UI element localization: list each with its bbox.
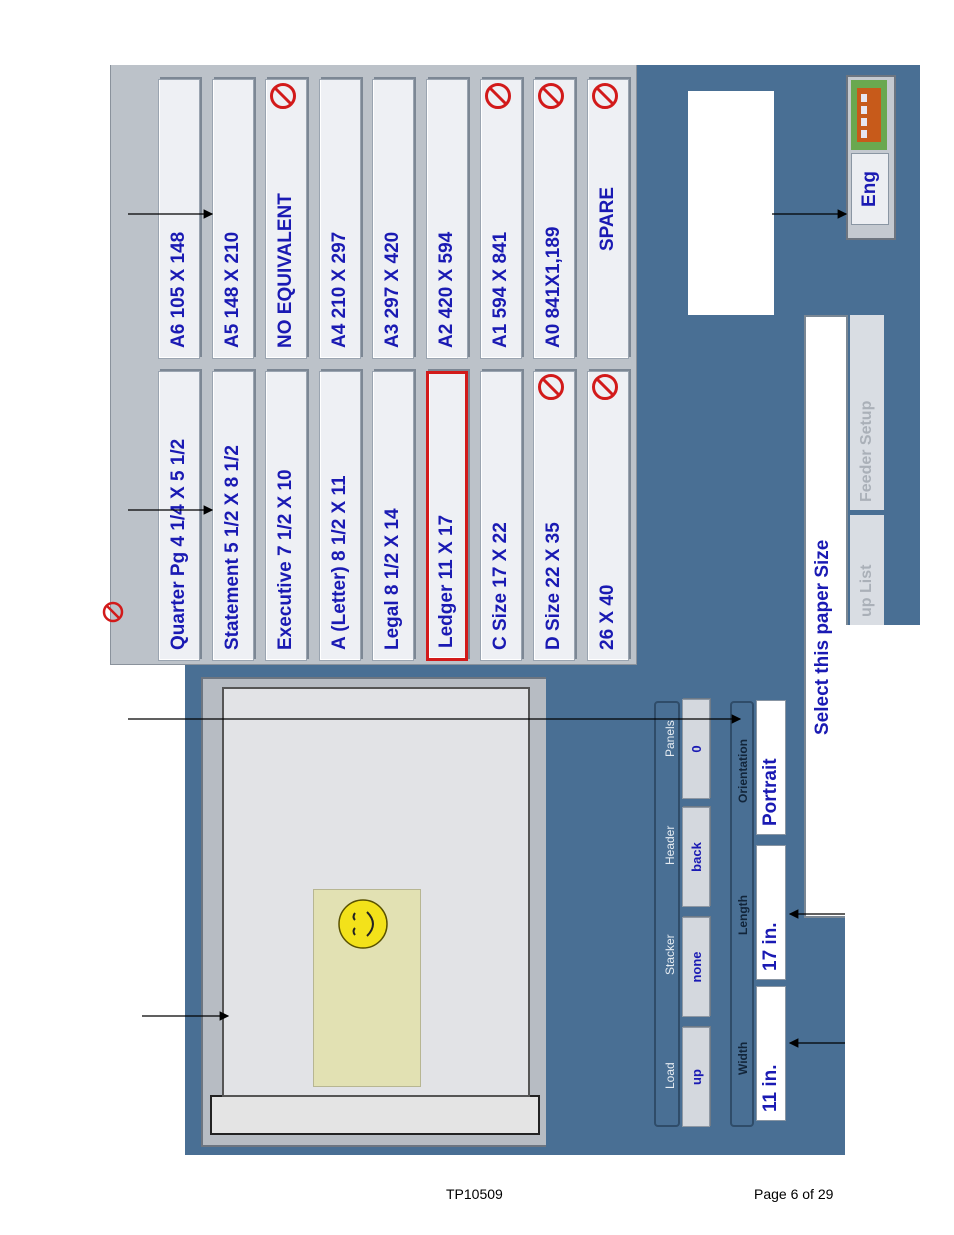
language-button[interactable]: Eng — [851, 153, 889, 225]
paper-size-button[interactable]: Ledger 11 X 17 — [426, 371, 468, 661]
paper-size-button[interactable]: NO EQUIVALENT — [265, 79, 308, 359]
paper-size-screen: Load Stacker Header Panels up none back … — [100, 65, 920, 1155]
paper-size-button[interactable]: A4 210 X 297 — [318, 79, 361, 359]
label-orientation: Orientation — [736, 738, 750, 803]
label-width: Width — [736, 1041, 750, 1075]
blank-box — [688, 91, 774, 315]
tab-setup-list[interactable]: up List — [850, 515, 884, 625]
prohibited-icon — [269, 82, 297, 110]
paper-size-button[interactable]: A5 148 X 210 — [211, 79, 254, 359]
tab-feeder-setup[interactable]: Feeder Setup — [850, 315, 884, 510]
header-button[interactable]: back — [682, 807, 710, 907]
paper-size-button[interactable]: A2 420 X 594 — [426, 79, 468, 359]
screen-mask — [845, 625, 920, 1155]
paper-size-button[interactable]: Executive 7 1/2 X 10 — [265, 371, 308, 661]
prohibited-icon — [102, 601, 124, 623]
paper-size-button[interactable]: A6 105 X 148 — [158, 79, 200, 359]
paper-size-button[interactable]: A (Letter) 8 1/2 X 11 — [318, 371, 361, 661]
paper-size-button[interactable]: SPARE — [586, 79, 629, 359]
prohibited-icon — [591, 373, 619, 401]
paper-size-button[interactable]: A0 841X1,189 — [533, 79, 576, 359]
width-value[interactable]: 11 in. — [756, 986, 786, 1121]
prohibited-icon — [537, 82, 565, 110]
length-value[interactable]: 17 in. — [756, 845, 786, 980]
panels-button[interactable]: 0 — [682, 699, 710, 799]
paper-size-button[interactable]: D Size 22 X 35 — [533, 371, 576, 661]
flag-icon — [851, 80, 887, 150]
status-header-bar — [654, 701, 680, 1127]
paper-size-button[interactable]: C Size 17 X 22 — [479, 371, 522, 661]
smiley-icon — [337, 898, 389, 950]
paper-size-button[interactable]: Quarter Pg 4 1/4 X 5 1/2 — [158, 371, 200, 661]
paper-size-button[interactable]: 26 X 40 — [586, 371, 629, 661]
paper-size-button[interactable]: Statement 5 1/2 X 8 1/2 — [211, 371, 254, 661]
stacker-button[interactable]: none — [682, 917, 710, 1017]
prohibited-icon — [484, 82, 512, 110]
message-text: Select this paper Size — [812, 539, 833, 735]
page-number: Page 6 of 29 — [754, 1186, 834, 1202]
label-length: Length — [736, 895, 750, 935]
load-button[interactable]: up — [682, 1027, 710, 1127]
paper-size-button[interactable]: A1 594 X 841 — [479, 79, 522, 359]
prohibited-icon — [537, 373, 565, 401]
paper-size-button[interactable]: A3 297 X 420 — [372, 79, 415, 359]
paper-size-button[interactable]: Legal 8 1/2 X 14 — [372, 371, 415, 661]
document-id: TP10509 — [446, 1186, 503, 1202]
prohibited-icon — [591, 82, 619, 110]
preview-tray — [210, 1095, 540, 1135]
orientation-value[interactable]: Portrait — [756, 700, 786, 835]
